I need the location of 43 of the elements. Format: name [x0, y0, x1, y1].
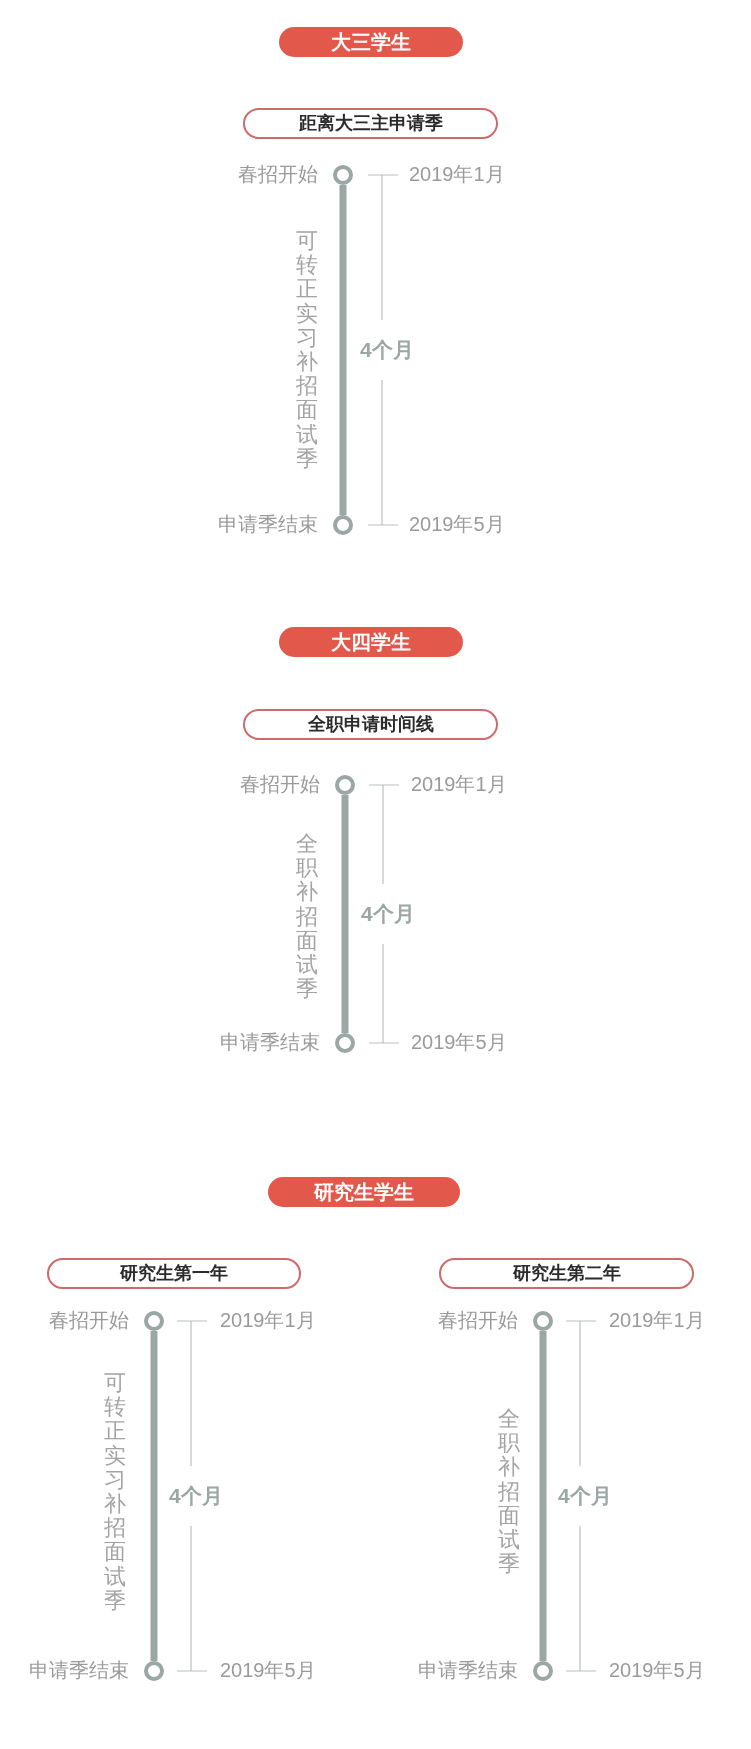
- timeline-bar: [539, 1331, 547, 1661]
- timeline-bar: [339, 185, 347, 515]
- timeline-bar: [341, 795, 349, 1033]
- vertical-phase-label: 全职补招面试季: [498, 1407, 520, 1577]
- timeline-marker: [144, 1311, 164, 1331]
- vertical-phase-label: 全职补招面试季: [296, 832, 318, 1002]
- date-label: 2019年1月: [220, 1310, 316, 1330]
- date-label: 2019年5月: [411, 1032, 507, 1052]
- duration-label: 4个月: [558, 1485, 612, 1506]
- date-label: 2019年1月: [609, 1310, 705, 1330]
- timeline-marker: [533, 1661, 553, 1681]
- subtitle-tag: 研究生第一年: [47, 1258, 301, 1289]
- vertical-phase-label: 可转正实习补招面试季: [296, 229, 318, 471]
- timeline-marker: [335, 775, 355, 795]
- section-tag: 研究生学生: [268, 1177, 460, 1207]
- date-label: 2019年1月: [411, 774, 507, 794]
- event-label: 申请季结束: [29, 1660, 129, 1680]
- duration-label: 4个月: [361, 903, 415, 924]
- event-label: 春招开始: [438, 1310, 518, 1330]
- timeline-marker: [333, 165, 353, 185]
- date-label: 2019年5月: [409, 514, 505, 534]
- timeline-marker: [335, 1033, 355, 1053]
- duration-label: 4个月: [169, 1485, 223, 1506]
- subtitle-tag: 距离大三主申请季: [243, 108, 498, 139]
- section-tag: 大四学生: [279, 627, 463, 657]
- vertical-phase-label: 可转正实习补招面试季: [104, 1371, 126, 1613]
- timeline-marker: [533, 1311, 553, 1331]
- event-label: 申请季结束: [418, 1660, 518, 1680]
- duration-label: 4个月: [360, 339, 414, 360]
- date-label: 2019年5月: [220, 1660, 316, 1680]
- date-label: 2019年5月: [609, 1660, 705, 1680]
- event-label: 春招开始: [49, 1310, 129, 1330]
- timeline-marker: [333, 515, 353, 535]
- event-label: 春招开始: [240, 774, 320, 794]
- section-tag: 大三学生: [279, 27, 463, 57]
- subtitle-tag: 全职申请时间线: [243, 709, 498, 740]
- event-label: 春招开始: [238, 164, 318, 184]
- timeline-marker: [144, 1661, 164, 1681]
- event-label: 申请季结束: [218, 514, 318, 534]
- subtitle-tag: 研究生第二年: [439, 1258, 694, 1289]
- date-label: 2019年1月: [409, 164, 505, 184]
- event-label: 申请季结束: [220, 1032, 320, 1052]
- timeline-bar: [150, 1331, 158, 1661]
